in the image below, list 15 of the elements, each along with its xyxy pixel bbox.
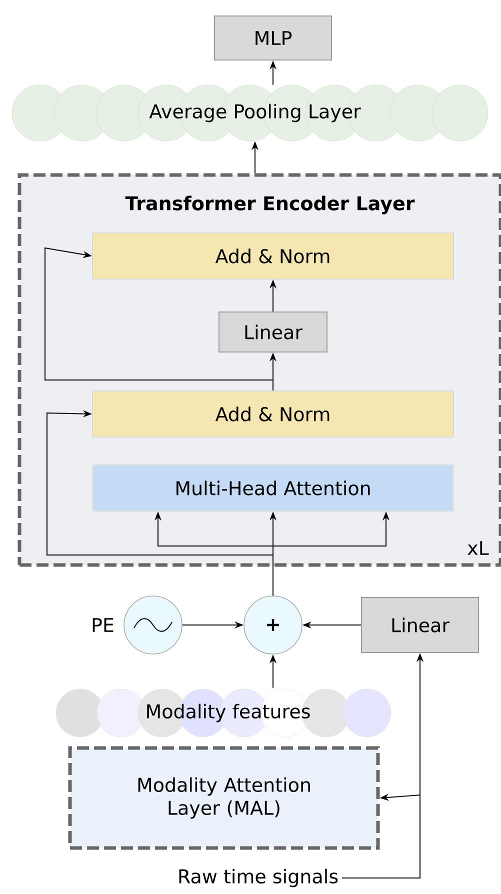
- linear-box: Linear: [361, 597, 479, 653]
- mlp-box: MLP: [214, 16, 332, 60]
- feature-band: Modality features: [56, 688, 392, 738]
- positional-encoding-circle: [124, 596, 182, 654]
- arrow: [44, 247, 274, 391]
- beside-label: PE: [92, 618, 114, 632]
- arrow: [46, 410, 274, 596]
- pooling-layer-band: Average Pooling Layer: [12, 84, 488, 142]
- repeat-label: xL: [468, 541, 489, 555]
- add-norm-box: Add & Norm: [92, 232, 454, 280]
- linear-box: Linear: [218, 312, 328, 352]
- attention-box: Multi-Head Attention: [92, 464, 454, 512]
- input-label: Raw time signals: [179, 868, 338, 888]
- attention-layer-box: Modality Attention Layer (MAL): [68, 746, 380, 850]
- add-norm-box: Add & Norm: [92, 390, 454, 438]
